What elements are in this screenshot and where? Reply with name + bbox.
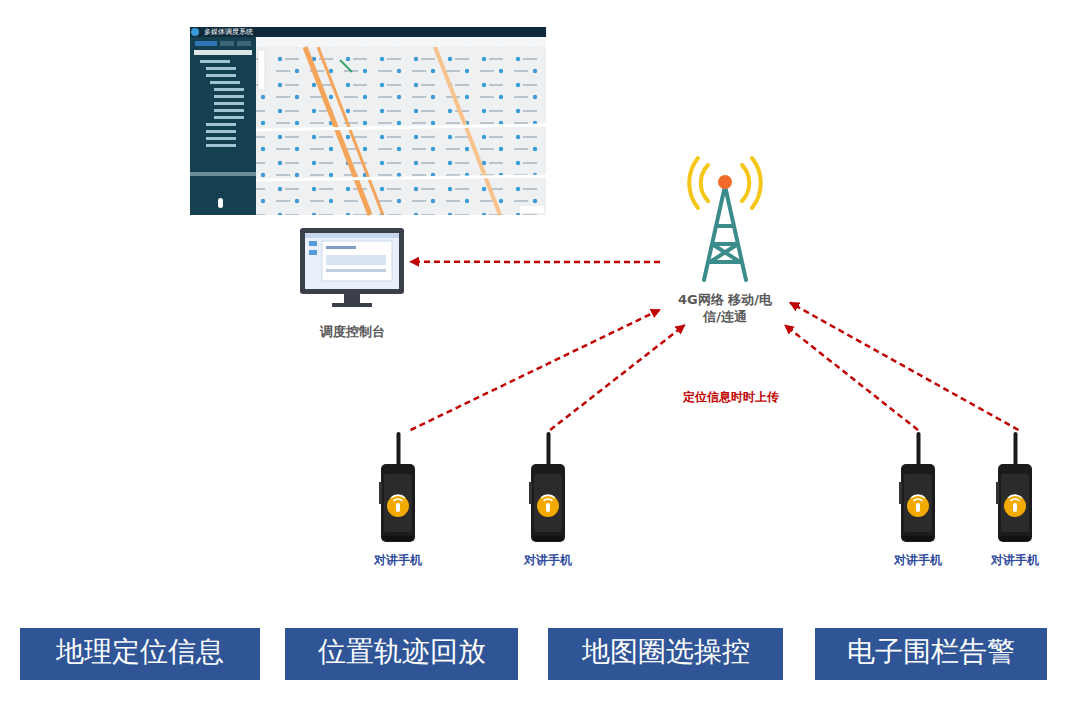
graphic-part <box>214 102 244 105</box>
dashed-arrow <box>550 325 685 430</box>
phone-node: 对讲手机 <box>363 430 433 568</box>
graphic-part <box>220 41 234 46</box>
app-title: 多媒体调度系统 <box>204 27 253 37</box>
graphic-part <box>194 50 252 55</box>
graphic-part: 地图圈选操控 <box>548 628 783 676</box>
graphic-part <box>326 255 386 265</box>
graphic-part <box>305 233 399 238</box>
graphic-part <box>256 47 546 215</box>
graphic-part <box>332 303 372 307</box>
graphic-part <box>435 47 500 215</box>
graphic-part <box>256 37 546 47</box>
dashed-arrow <box>785 325 918 430</box>
graphic-part: 对讲手机 <box>883 553 953 568</box>
feature-band: 地理定位信息 <box>20 628 260 680</box>
graphic-part: 对讲手机 <box>980 553 1050 568</box>
graphic-part: 地理定位信息 <box>20 628 260 676</box>
graphic-part <box>305 233 399 289</box>
monitor-icon <box>300 228 404 307</box>
graphic-part <box>190 27 546 215</box>
graphic-part <box>379 432 415 542</box>
graphic-part <box>195 41 217 46</box>
graphic-part <box>326 246 356 249</box>
graphic-part <box>344 294 360 304</box>
node-text: 4G网络 移动/电信/连通 <box>675 291 775 325</box>
cell-tower-icon <box>689 158 761 280</box>
node-text: 对讲手机 <box>363 553 433 568</box>
feature-band: 电子围栏告警 <box>815 628 1047 680</box>
graphic-part <box>689 158 761 208</box>
graphic-part <box>218 198 223 208</box>
walkie-phone-icons <box>379 432 1032 542</box>
node-text: 地图圈选操控 <box>548 628 783 676</box>
graphic-part <box>318 47 383 215</box>
node-text: 对讲手机 <box>980 553 1050 568</box>
graphic-part <box>529 432 565 542</box>
graphic-part <box>520 206 544 213</box>
graphic-part <box>340 60 352 72</box>
graphic-part <box>190 27 546 37</box>
dashed-arrow <box>410 261 660 264</box>
graphic-part <box>210 81 240 84</box>
graphic-part <box>256 176 546 180</box>
graphic-part <box>206 74 236 77</box>
feature-band: 地图圈选操控 <box>548 628 783 680</box>
phone-node: 对讲手机 <box>980 430 1050 568</box>
feature-band: 位置轨迹回放 <box>285 628 518 680</box>
graphic-part <box>300 228 404 294</box>
node-text: 对讲手机 <box>883 553 953 568</box>
annotation-label: 定位信息时时上传 <box>683 390 779 405</box>
console-node: 调度控制台 <box>295 225 410 340</box>
graphic-part <box>258 50 265 90</box>
graphic-part <box>214 88 244 91</box>
graphic-part <box>326 269 386 272</box>
graphic-part <box>191 28 199 36</box>
graphic-part <box>214 109 244 112</box>
graphic-part <box>200 60 244 147</box>
graphic-part: 调度控制台 <box>295 323 410 340</box>
graphic-part <box>996 432 1032 542</box>
graphic-part <box>704 186 746 280</box>
graphic-part <box>190 37 256 215</box>
graphic-part <box>237 41 251 46</box>
software-screenshot <box>190 27 546 215</box>
graphic-part: 对讲手机 <box>513 553 583 568</box>
dashed-arrow <box>790 303 1019 430</box>
graphic-part: 位置轨迹回放 <box>285 628 518 676</box>
graphic-part: 电子围栏告警 <box>815 628 1047 676</box>
graphic-part <box>309 250 317 255</box>
graphic-part <box>322 241 392 281</box>
graphic-part <box>718 175 732 189</box>
graphic-part <box>256 125 546 130</box>
graphic-part <box>899 432 935 542</box>
graphic-part <box>305 47 370 215</box>
node-text: 地理定位信息 <box>20 628 260 676</box>
phone-node: 对讲手机 <box>883 430 953 568</box>
node-text: 电子围栏告警 <box>815 628 1047 676</box>
node-text: 位置轨迹回放 <box>285 628 518 676</box>
node-text: 调度控制台 <box>295 323 410 340</box>
dashed-arrow <box>411 310 660 430</box>
graphic-part <box>206 67 236 70</box>
graphic-part <box>309 241 317 246</box>
node-text: 对讲手机 <box>513 553 583 568</box>
graphic-part <box>206 130 236 133</box>
graphic-part <box>206 123 236 126</box>
graphic-part: 4G网络 移动/电信/连通 <box>660 291 790 325</box>
graphic-part <box>206 137 236 140</box>
graphic-part <box>256 47 546 215</box>
graphic-part <box>200 60 230 63</box>
network-node: 4G网络 移动/电信/连通 <box>660 185 790 325</box>
graphic-part <box>214 95 244 98</box>
graphic-part <box>214 116 244 119</box>
graphic-part <box>190 172 256 176</box>
graphic-part <box>206 144 236 147</box>
phone-node: 对讲手机 <box>513 430 583 568</box>
graphic-part: 对讲手机 <box>363 553 433 568</box>
